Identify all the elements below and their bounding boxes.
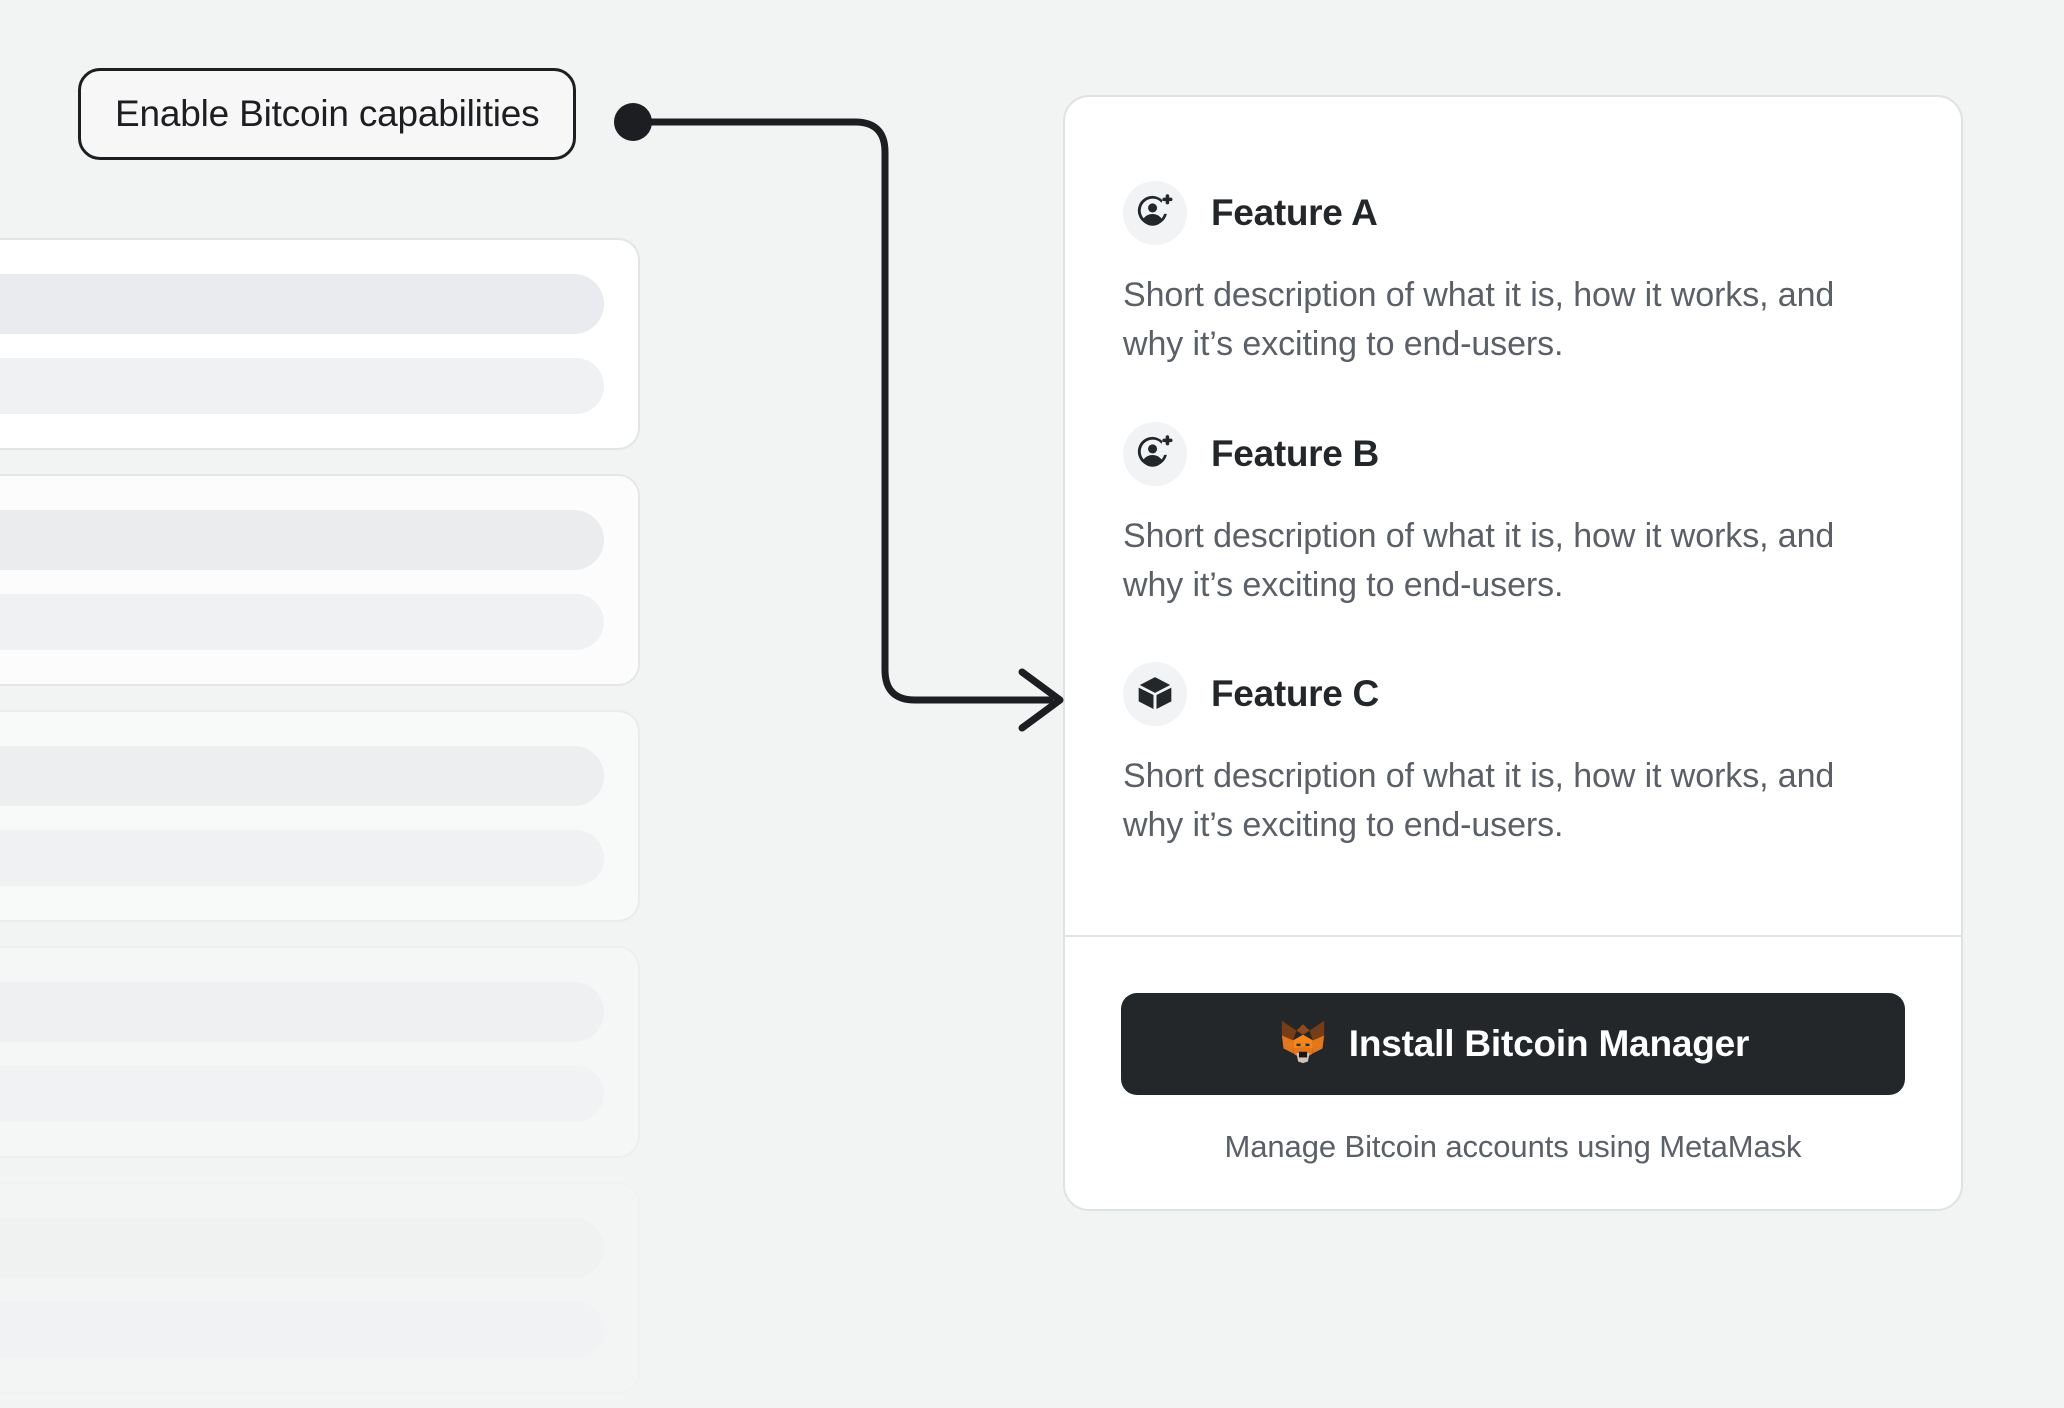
- skeleton-bar-primary: [0, 274, 604, 334]
- add-user-icon: [1123, 181, 1187, 245]
- feature-panel: Feature A Short description of what it i…: [1063, 95, 1963, 1211]
- feature-item-a: Feature A Short description of what it i…: [1123, 181, 1903, 370]
- skeleton-card: [0, 474, 640, 686]
- install-caption: Manage Bitcoin accounts using MetaMask: [1224, 1128, 1802, 1164]
- skeleton-card: [0, 710, 640, 922]
- skeleton-bar-secondary: [0, 1302, 604, 1358]
- feature-description: Short description of what it is, how it …: [1123, 757, 1835, 845]
- skeleton-bar-primary: [0, 746, 604, 806]
- connector-dot-icon: [614, 103, 652, 141]
- skeleton-bar-secondary: [0, 1066, 604, 1122]
- install-button-label: Install Bitcoin Manager: [1348, 1022, 1750, 1064]
- connector-arrowhead-icon: [1018, 668, 1064, 732]
- cube-icon: [1123, 662, 1187, 727]
- callout-pill[interactable]: Enable Bitcoin capabilities: [78, 68, 577, 160]
- callout-pill-label: Enable Bitcoin capabilities: [115, 93, 540, 134]
- skeleton-bar-primary: [0, 510, 604, 570]
- skeleton-bar-primary: [0, 1218, 604, 1278]
- skeleton-bar-primary: [0, 982, 604, 1042]
- feature-description: Short description of what it is, how it …: [1123, 516, 1835, 604]
- feature-header: Feature B: [1123, 421, 1903, 486]
- feature-header: Feature C: [1123, 662, 1903, 727]
- skeleton-bar-secondary: [0, 358, 604, 414]
- skeleton-card: [0, 1182, 640, 1394]
- skeleton-bar-secondary: [0, 830, 604, 886]
- feature-item-c: Feature C Short description of what it i…: [1123, 662, 1903, 851]
- skeleton-card: [0, 238, 640, 450]
- connector-path: [629, 118, 1054, 704]
- skeleton-card: [0, 946, 640, 1158]
- panel-footer: Install Bitcoin Manager Manage Bitcoin a…: [1065, 937, 1961, 1209]
- feature-list: Feature A Short description of what it i…: [1065, 97, 1961, 935]
- feature-item-b: Feature B Short description of what it i…: [1123, 421, 1903, 611]
- feature-title: Feature A: [1211, 192, 1378, 233]
- feature-header: Feature A: [1123, 181, 1903, 245]
- skeleton-placeholder-list: [0, 238, 640, 1408]
- feature-title: Feature B: [1211, 432, 1379, 474]
- skeleton-bar-secondary: [0, 594, 604, 650]
- feature-description: Short description of what it is, how it …: [1123, 276, 1835, 364]
- panel-divider: [1065, 934, 1961, 937]
- metamask-fox-icon: [1277, 1016, 1329, 1071]
- add-user-icon: [1123, 421, 1187, 486]
- feature-title: Feature C: [1211, 673, 1379, 715]
- install-bitcoin-manager-button[interactable]: Install Bitcoin Manager: [1121, 992, 1905, 1095]
